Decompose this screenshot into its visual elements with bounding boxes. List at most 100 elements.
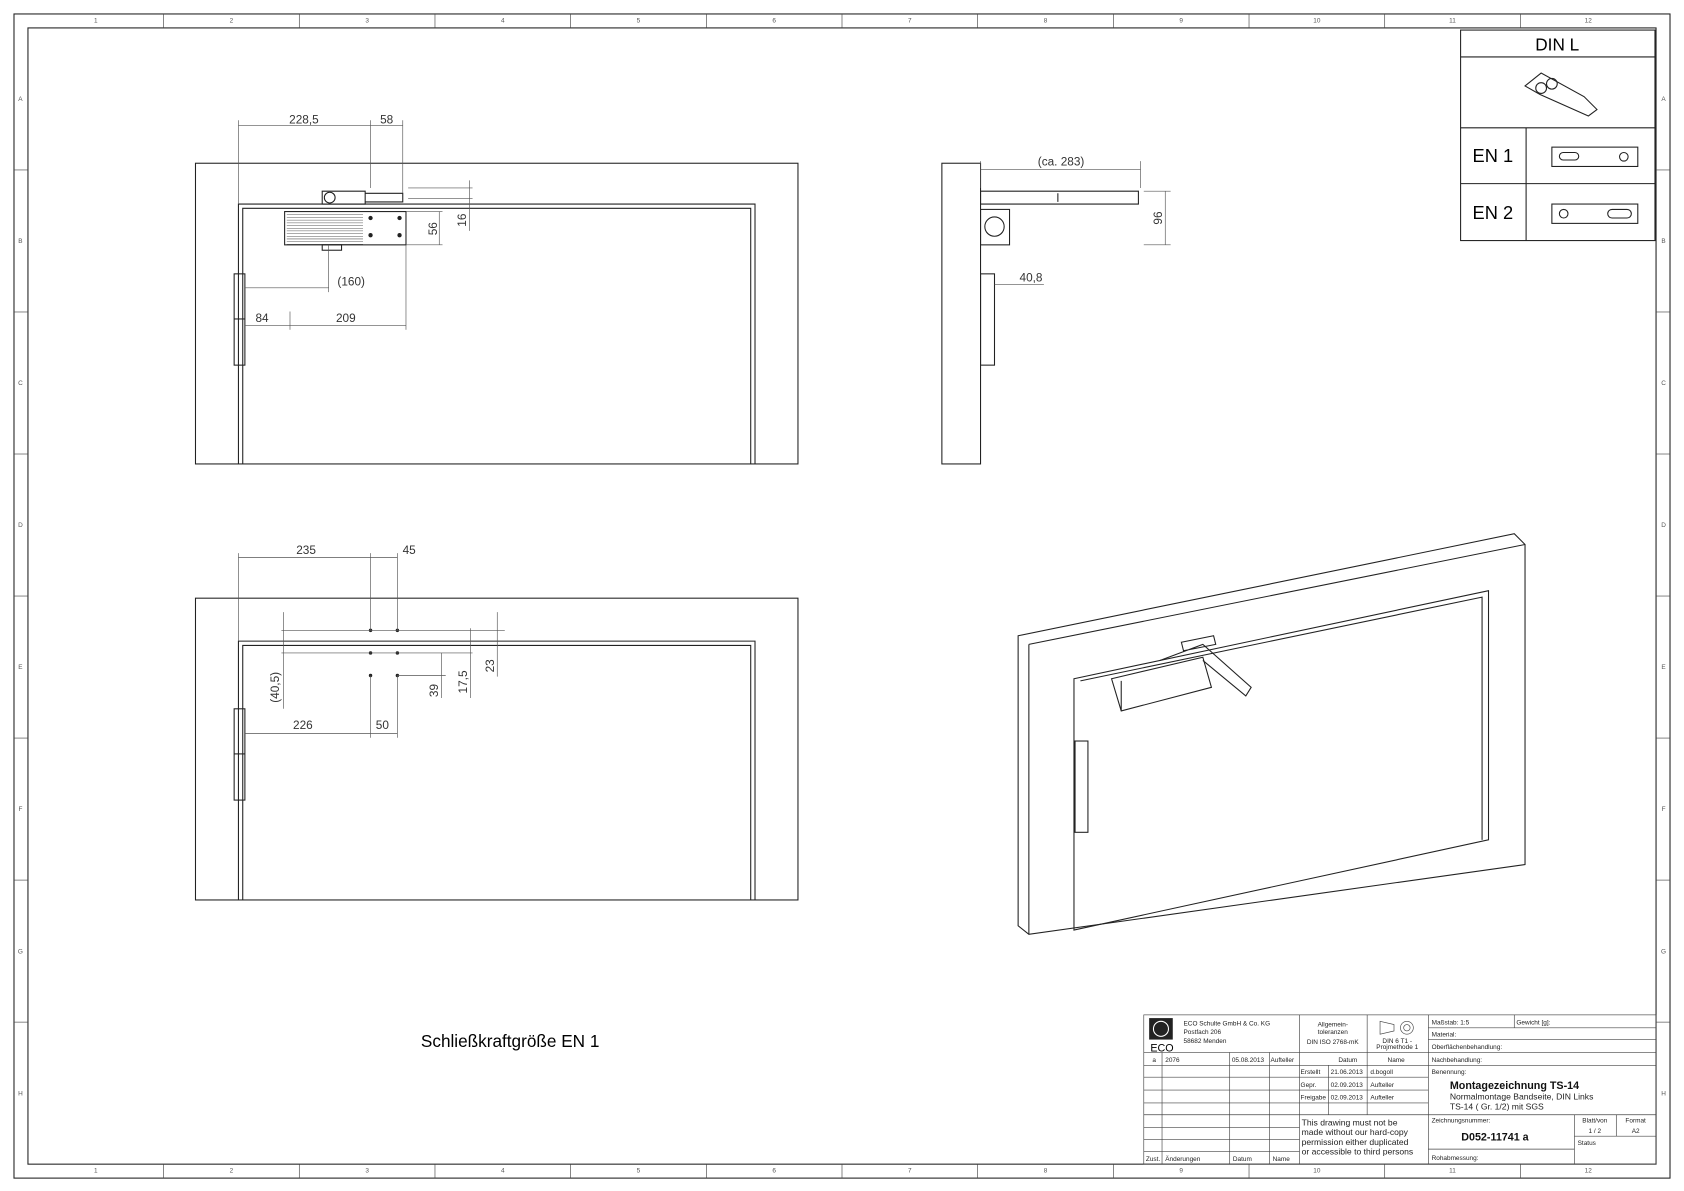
side-view: (ca. 283) 96 40,8 [941, 154, 1171, 465]
dim-label: 40,8 [1020, 270, 1043, 284]
grid-column-label: 9 [1179, 18, 1183, 25]
grid-column-label: 1 [94, 18, 98, 25]
grid-column-label: 7 [908, 18, 912, 25]
grid-column-label: 11 [1449, 1168, 1456, 1175]
footer-label: Datum [1233, 1156, 1252, 1163]
dim-label: 45 [403, 543, 417, 557]
grid-column-label: 2 [230, 1168, 234, 1175]
grid-column-label: 10 [1313, 18, 1321, 25]
scale: Maßstab: 1:5 [1432, 1020, 1470, 1027]
hinge [1074, 740, 1089, 833]
mounting-bracket-icon [1524, 72, 1598, 117]
footer-label: Name [1273, 1156, 1291, 1163]
tolerance-text: DIN ISO 2768-mK [1307, 1039, 1360, 1046]
notice-text: permission either duplicated [1302, 1137, 1409, 1147]
svg-text:ECO: ECO [1150, 1042, 1173, 1054]
grid-column-label: 1 [94, 1168, 98, 1175]
door-closer-body [980, 208, 1011, 246]
drawing-subtitle: TS-14 ( Gr. 1/2) mit SGS [1450, 1101, 1544, 1111]
weight: Gewicht [g]: [1516, 1020, 1550, 1027]
grid-column-label: 5 [637, 18, 641, 25]
grid-row-label: G [1661, 948, 1666, 955]
revision-change: 2076 [1165, 1057, 1180, 1064]
variant-label: EN 1 [1473, 145, 1514, 166]
grid-column-label: 3 [365, 1168, 369, 1175]
dim-label: 23 [483, 659, 497, 673]
front-view-top: 228,5 58 16 56 (160) 84 209 [194, 113, 799, 465]
grid-column-label: 8 [1044, 18, 1048, 25]
grid-row-label: D [1661, 522, 1666, 529]
grid-row-label: H [1661, 1090, 1666, 1097]
grid-row-label: C [18, 380, 23, 387]
notice-text: or accessible to third persons [1302, 1146, 1414, 1156]
approval-label: Gepr. [1301, 1082, 1317, 1089]
company-city: 58682 Menden [1184, 1038, 1227, 1045]
dim-label: 96 [1151, 211, 1165, 225]
approval-name: Aufteller [1370, 1082, 1394, 1089]
material: Material: [1432, 1031, 1457, 1038]
grid-row-label: A [1661, 96, 1666, 103]
projection-text: Projmethode 1 [1376, 1044, 1418, 1051]
drawing-number: D052-11741 a [1461, 1132, 1529, 1144]
closer-arm [321, 190, 404, 205]
closer-arm [980, 190, 1139, 205]
approval-name: d.bogoll [1370, 1069, 1393, 1076]
approval-date: 02.09.2013 [1331, 1095, 1364, 1102]
grid-column-label: 12 [1585, 18, 1593, 25]
grid-row-label: D [18, 522, 23, 529]
dim-label: 16 [455, 213, 469, 227]
footer-label: Änderungen [1165, 1155, 1200, 1163]
dim-label: 39 [427, 684, 441, 697]
dim-label: 50 [376, 718, 390, 732]
variant-table-header: DIN L [1535, 34, 1579, 54]
footer-label: Zust. [1146, 1156, 1161, 1163]
designation-label: Benennung: [1432, 1069, 1467, 1076]
grid-row-label: B [18, 238, 22, 245]
door-closer-body [284, 211, 407, 246]
drawing-title: Montagezeichnung TS-14 [1450, 1080, 1579, 1092]
drawing-number-label: Zeichnungsnummer: [1432, 1117, 1491, 1124]
dim-label: 235 [296, 543, 316, 557]
tolerance-text: toleranzen [1318, 1029, 1348, 1036]
sheet-label: Blatt/von [1582, 1117, 1607, 1124]
grid-row-label: G [18, 948, 23, 955]
grid-column-label: 6 [772, 1168, 776, 1175]
grid-row-label: E [1661, 664, 1666, 671]
grid-row-label: H [18, 1090, 23, 1097]
grid-column-label: 12 [1585, 1168, 1593, 1175]
grid-column-label: 9 [1179, 1168, 1183, 1175]
mounting-plate-en2-icon [1551, 203, 1639, 224]
dim-label: 228,5 [289, 113, 319, 127]
approval-date: 02.09.2013 [1331, 1082, 1364, 1089]
mounting-plate-en1-icon [1551, 146, 1639, 167]
variant-table: DIN L EN 1 EN 2 [1460, 29, 1656, 242]
grid-column-label: 4 [501, 18, 505, 25]
grid-column-label: 10 [1313, 1168, 1321, 1175]
projection-symbol-icon [1379, 1020, 1414, 1035]
status-label: Status [1578, 1140, 1596, 1147]
grid-column-label: 7 [908, 1168, 912, 1175]
dim-label: 56 [426, 222, 440, 236]
dim-label: (160) [337, 275, 365, 289]
hinge [980, 273, 996, 366]
dim-label: 58 [380, 113, 394, 127]
approval-label: Freigabe [1301, 1095, 1327, 1102]
dim-label: (ca. 283) [1038, 154, 1085, 168]
dim-label: (40,5) [268, 672, 282, 703]
approval-date: 21.06.2013 [1331, 1069, 1364, 1076]
company-name: ECO Schulte GmbH & Co. KG [1184, 1021, 1271, 1028]
header-datum: Datum [1338, 1057, 1357, 1064]
sheet-value: 1 / 2 [1589, 1128, 1602, 1135]
revision-name: Aufteller [1271, 1057, 1295, 1064]
door-closer-body [1110, 656, 1213, 712]
grid-row-label: C [1661, 380, 1666, 387]
grid-row-label: F [1662, 806, 1666, 813]
revision-date: 05.08.2013 [1232, 1057, 1265, 1064]
grid-column-label: 8 [1044, 1168, 1048, 1175]
header-name: Name [1388, 1057, 1406, 1064]
grid-row-label: E [18, 664, 23, 671]
front-view-holes: 235 45 (40,5) 39 17,5 23 226 50 [194, 543, 799, 901]
isometric-view [1017, 533, 1526, 935]
grid-column-label: 2 [230, 18, 234, 25]
